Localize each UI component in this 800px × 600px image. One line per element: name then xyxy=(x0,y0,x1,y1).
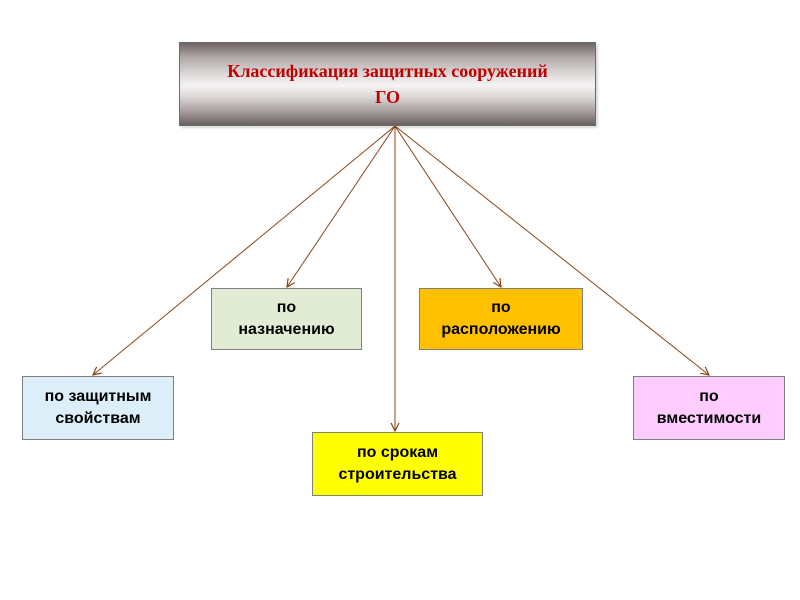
node-by-purpose: по назначению xyxy=(211,288,362,350)
node-by-construction-terms: по срокам строительства xyxy=(312,432,483,496)
edge-root-to-capacity xyxy=(394,125,709,375)
node-by-location: по расположению xyxy=(419,288,583,350)
node-by-protective-properties-label: по защитным свойствам xyxy=(44,388,152,427)
edge-root-to-location xyxy=(394,125,501,287)
edge-root-to-protect xyxy=(93,125,396,375)
root-node-label: Классификация защитных сооружений ГО xyxy=(227,61,548,107)
root-node-title: Классификация защитных сооружений ГО xyxy=(179,42,596,126)
node-by-construction-terms-label: по срокам строительства xyxy=(338,444,457,483)
node-by-purpose-label: по назначению xyxy=(238,299,335,338)
node-by-protective-properties: по защитным свойствам xyxy=(22,376,174,440)
node-by-capacity-label: по вместимости xyxy=(656,388,762,427)
node-by-location-label: по расположению xyxy=(441,299,561,338)
node-by-capacity: по вместимости xyxy=(633,376,785,440)
edge-root-to-purpose xyxy=(287,125,396,287)
